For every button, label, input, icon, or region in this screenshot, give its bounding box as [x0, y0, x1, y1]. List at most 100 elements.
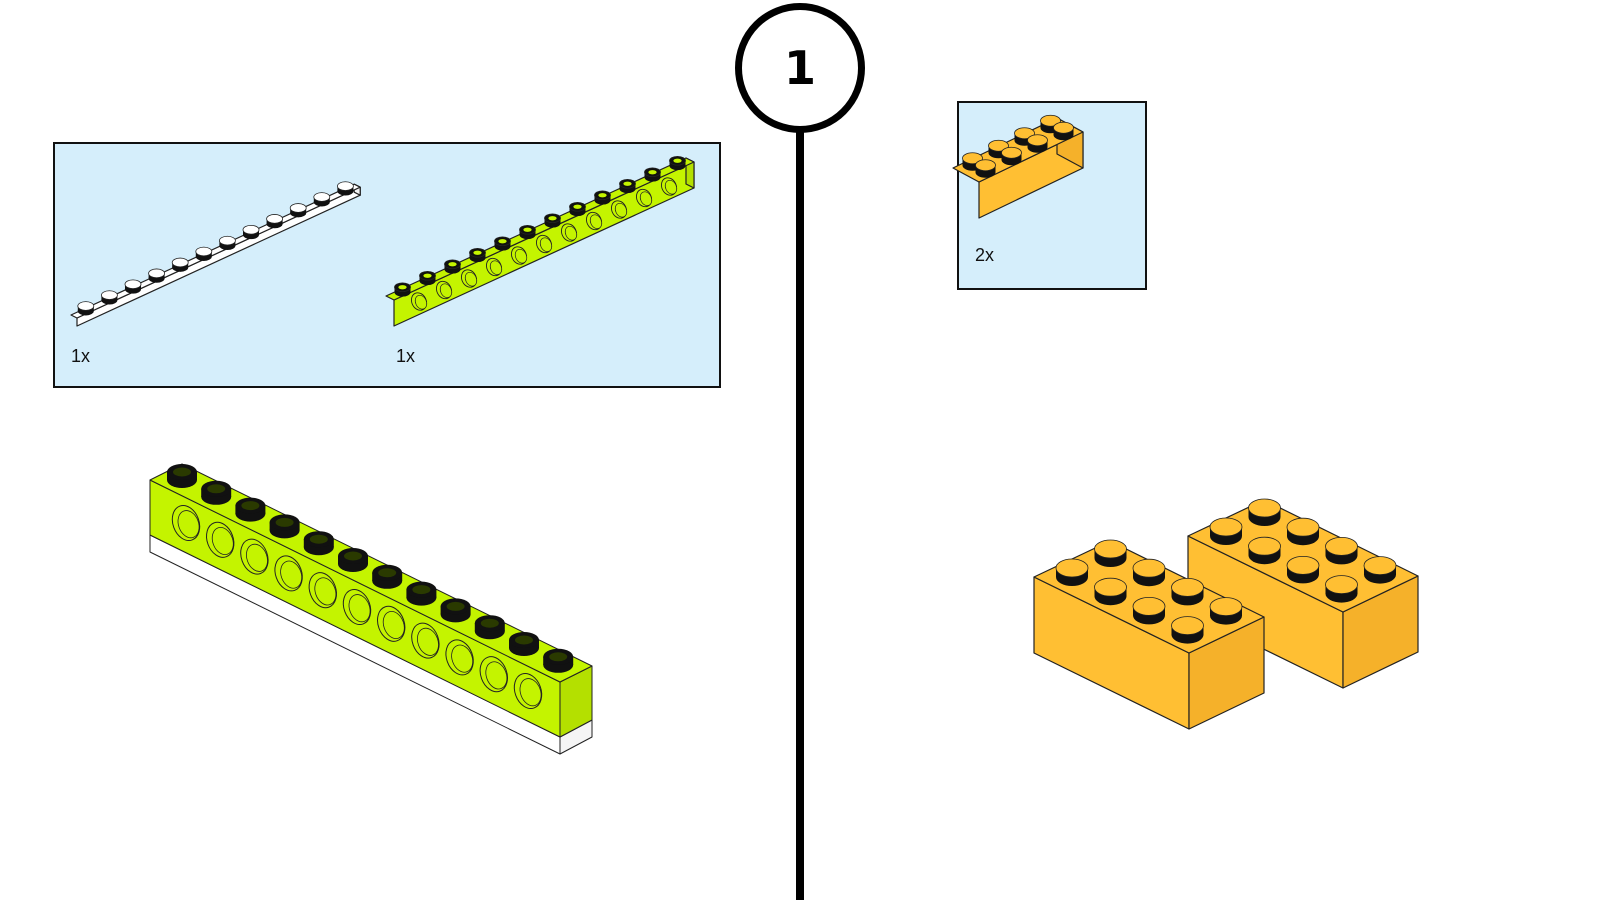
white-plate-1x12-illustration [70, 155, 695, 327]
stud-top [1014, 127, 1035, 140]
step-number-badge: 1 [735, 3, 865, 133]
step-number: 1 [783, 41, 816, 95]
technic-hole-inner [514, 248, 528, 264]
stud-top [1363, 556, 1397, 575]
stud-top [988, 139, 1009, 152]
stud-top [1209, 597, 1243, 616]
technic-hole-inner [314, 577, 337, 606]
stud [975, 159, 996, 178]
stud [569, 201, 586, 217]
stud-top [1055, 558, 1089, 578]
assembly-lime-brick-on-white-plate [149, 463, 593, 755]
stud-hole [397, 284, 408, 290]
stud [444, 259, 461, 274]
stud [218, 235, 236, 251]
brick-top-face [385, 157, 695, 301]
orange-brick-back [1187, 498, 1419, 689]
technic-hole-inner [177, 510, 200, 539]
technic-hole-inner [246, 543, 268, 572]
stud-top [266, 214, 284, 224]
technic-hole-inner [614, 202, 628, 218]
technic-hole-inner [451, 644, 474, 673]
stud-hole [622, 181, 633, 187]
stud-hole [480, 618, 499, 628]
stud [201, 480, 232, 505]
stud-hole [672, 158, 683, 164]
parts-list-left: 1x 1x [53, 142, 721, 388]
stud [1209, 517, 1243, 545]
stud [195, 246, 213, 261]
stud-hole [572, 204, 583, 210]
technic-hole-inner [589, 214, 603, 229]
stud-top [101, 290, 118, 300]
lime-brick-on-plate [149, 463, 593, 755]
technic-hole-inner [664, 179, 678, 195]
stud-hole [173, 467, 191, 477]
technic-hole-inner [348, 594, 371, 623]
stud-hole [344, 551, 362, 561]
stud-hole [241, 501, 260, 511]
orange-brick-2x4-illustration [952, 114, 1084, 219]
stud [101, 290, 118, 305]
stud-hole [309, 534, 328, 544]
stud [313, 192, 331, 207]
stud [1001, 146, 1022, 166]
stud-hole [597, 192, 608, 198]
stud-top [1132, 597, 1166, 616]
stud [1055, 558, 1089, 586]
stud [1094, 539, 1127, 567]
stud [242, 224, 260, 240]
stud [148, 268, 165, 283]
technic-hole-inner [564, 225, 578, 241]
technic-hole-inner [519, 678, 542, 707]
stud [372, 564, 403, 589]
stud [1171, 616, 1204, 644]
stud-top [1325, 575, 1358, 594]
stud-top [148, 268, 165, 279]
stud [235, 497, 266, 522]
stud-top [1094, 539, 1127, 559]
technic-hole-inner [485, 661, 508, 690]
white-plate [70, 181, 361, 327]
quantity-label: 1x [71, 346, 91, 366]
stud [124, 279, 142, 294]
stud [1132, 597, 1166, 625]
technic-hole-inner [382, 611, 405, 639]
stud-top [77, 301, 95, 311]
stud-hole [275, 517, 294, 527]
stud [669, 155, 686, 171]
quantity-label: 2x [975, 245, 995, 265]
technic-hole-inner [464, 271, 478, 287]
stud-top [975, 159, 996, 172]
stud [1027, 134, 1048, 153]
stud-top [1286, 517, 1320, 537]
stud-top [1040, 114, 1061, 127]
stud [1363, 556, 1397, 584]
stud [1286, 556, 1320, 584]
stud [543, 648, 574, 673]
stud-hole [549, 652, 568, 662]
stud-top [1171, 578, 1204, 597]
stud [509, 632, 539, 656]
technic-hole-inner [539, 237, 553, 252]
stud-top [218, 235, 236, 246]
stud [1325, 537, 1358, 565]
stud-top [195, 246, 213, 257]
stud [1171, 578, 1204, 606]
stud-top [1094, 577, 1127, 597]
stud-hole [378, 568, 397, 578]
stud [303, 531, 334, 556]
stud [440, 598, 471, 623]
stud-top [1001, 146, 1022, 159]
stud-top [1248, 536, 1281, 556]
stud-top [1286, 556, 1320, 575]
stud [619, 178, 636, 194]
technic-hole-inner [639, 191, 653, 206]
lime-technic-brick [385, 155, 695, 327]
stud-top [289, 203, 307, 213]
stud [1132, 558, 1166, 587]
stud-top [1027, 134, 1048, 147]
stud [1248, 498, 1281, 526]
stud-hole [422, 273, 433, 279]
technic-hole-inner [280, 560, 303, 589]
